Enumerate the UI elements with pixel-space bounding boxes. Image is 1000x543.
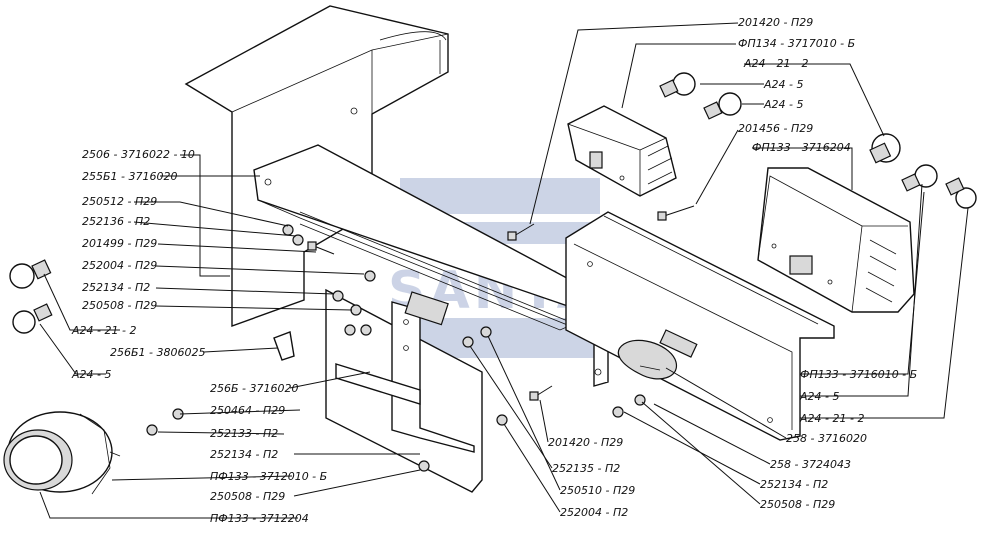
part-label: 250512 - П29 xyxy=(82,195,157,208)
nut-icon xyxy=(282,224,294,236)
part-label: ФП133 - 3716204 xyxy=(752,141,851,154)
part-label: 250464 - П29 xyxy=(210,404,285,417)
lamp-fp133 xyxy=(757,167,915,313)
part-label: 250508 - П29 xyxy=(210,490,285,503)
screw-icon xyxy=(307,241,335,255)
nut-icon xyxy=(332,290,344,302)
washer-icon xyxy=(292,234,304,246)
part-label: А24 - 21 - 2 xyxy=(743,57,808,70)
nut-icon xyxy=(612,406,624,418)
screw-icon xyxy=(529,385,553,401)
part-label: 256Б1 - 3806025 xyxy=(110,346,206,359)
part-label: ПФ133 - 3712010 - Б xyxy=(210,470,327,483)
connector-icon xyxy=(273,331,295,361)
part-label: 252004 - П29 xyxy=(82,259,157,272)
nut-icon xyxy=(146,424,158,436)
screw-icon xyxy=(507,223,535,241)
part-label: 201420 - П29 xyxy=(548,436,623,449)
part-label: А24 - 21 - 2 xyxy=(71,324,136,337)
screw-icon xyxy=(657,205,695,221)
part-label: А24 - 21 - 2 xyxy=(799,412,864,425)
labels-right-top: 201420 - П29 ФП134 - 3717010 - Б А24 - 2… xyxy=(738,16,855,154)
part-label: 258 - 3716020 xyxy=(786,432,867,445)
labels-bottom-center: 201420 - П29 252135 - П2 250510 - П29 25… xyxy=(548,436,635,519)
bulb-icon xyxy=(901,164,938,192)
part-label: А24 - 5 xyxy=(763,78,803,91)
part-label: 201499 - П29 xyxy=(82,237,157,250)
washer-icon xyxy=(480,326,492,338)
part-label: 201420 - П29 xyxy=(738,16,813,29)
part-label: 258 - 3724043 xyxy=(770,458,851,471)
part-label: 252134 - П2 xyxy=(82,281,150,294)
part-label: 252004 - П2 xyxy=(560,506,628,519)
nut-icon xyxy=(364,270,376,282)
part-label: 252133 - П2 xyxy=(210,427,278,440)
part-label: А24 - 5 xyxy=(763,98,803,111)
nut-icon xyxy=(496,414,508,426)
fog-lamp xyxy=(3,411,121,495)
part-label: А24 - 5 xyxy=(71,368,111,381)
part-label: ФП133 - 3716010 - Б xyxy=(800,368,917,381)
part-label: ФП134 - 3717010 - Б xyxy=(738,37,855,50)
part-label: 252135 - П2 xyxy=(552,462,620,475)
leader-lines xyxy=(39,22,969,519)
part-label: ПФ133 - 3712204 xyxy=(210,512,309,525)
washer-icon xyxy=(360,324,372,336)
bulb-icon xyxy=(12,303,53,334)
tail-light-housing xyxy=(565,211,835,441)
hardware xyxy=(146,205,695,472)
nut-icon xyxy=(462,336,474,348)
bulb-icon xyxy=(659,72,696,98)
bulb-icon xyxy=(869,133,901,164)
bulb-icon xyxy=(703,92,742,120)
labels-bottom-right: ФП133 - 3716010 - Б А24 - 5 А24 - 21 - 2… xyxy=(760,368,917,511)
mounting-bracket xyxy=(253,144,609,387)
labels-bottom-mid: 256Б - 3716020 250464 - П29 252133 - П2 … xyxy=(210,382,327,525)
bulb-icon xyxy=(945,177,977,209)
lamp-fp134 xyxy=(567,105,677,197)
part-label: 252136 - П2 xyxy=(82,215,150,228)
part-label: 252134 - П2 xyxy=(210,448,278,461)
nut-icon xyxy=(418,460,430,472)
labels-left: 2506 - 3716022 - 10 255Б1 - 3716020 2505… xyxy=(71,148,206,381)
plate-holder xyxy=(325,288,483,493)
nut-icon xyxy=(344,324,356,336)
part-label: 252134 - П2 xyxy=(760,478,828,491)
part-label: 250508 - П29 xyxy=(760,498,835,511)
part-label: 255Б1 - 3716020 xyxy=(82,170,178,183)
part-label: 201456 - П29 xyxy=(738,122,813,135)
nut-icon xyxy=(350,304,362,316)
part-label: 2506 - 3716022 - 10 xyxy=(82,148,195,161)
part-label: А24 - 5 xyxy=(799,390,839,403)
part-label: 256Б - 3716020 xyxy=(210,382,299,395)
part-label: 250510 - П29 xyxy=(560,484,635,497)
part-label: 250508 - П29 xyxy=(82,299,157,312)
